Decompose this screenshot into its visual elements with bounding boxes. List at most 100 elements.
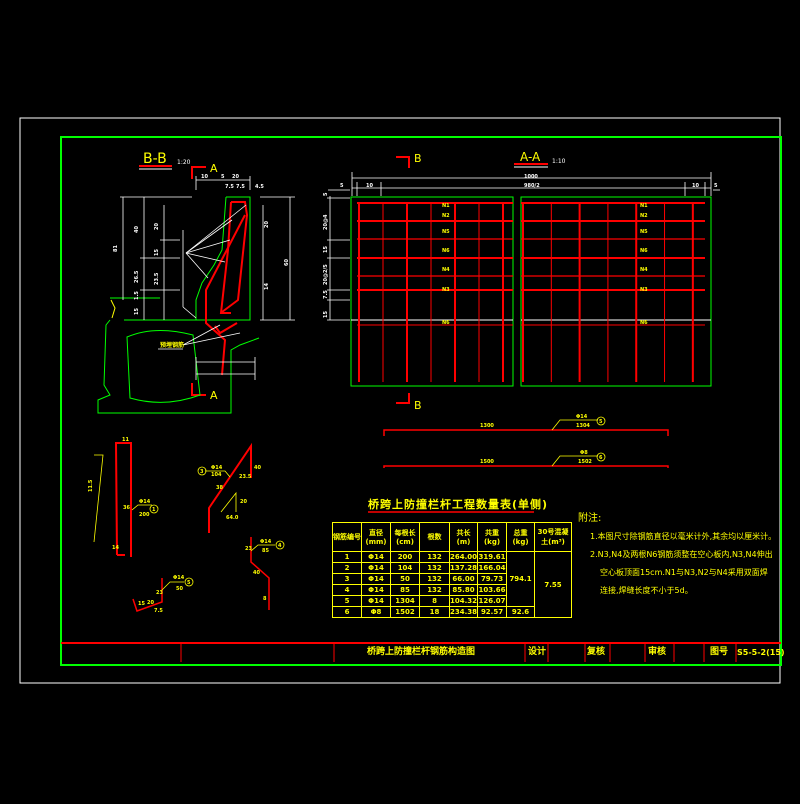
- dim-aa-left-4: 20@2/5: [323, 264, 329, 285]
- col-header-count: 根数: [419, 522, 450, 552]
- cut-mark-b-top: B: [414, 152, 422, 165]
- bar-detail-n1-spec: Φ14: [139, 499, 151, 505]
- bar-line-n6-spec: Φ8: [580, 450, 588, 456]
- dim-aa-top-4: 980/2: [524, 183, 540, 189]
- cell: Φ8: [361, 606, 391, 618]
- bar-label: N2: [640, 213, 648, 219]
- rebar-n2: [221, 201, 249, 313]
- bar-lines: 5 6 Φ14 1304 Φ8 1502 1300 1500: [383, 414, 669, 468]
- design-label: 设计: [528, 647, 547, 657]
- bar-label: N3: [640, 287, 648, 293]
- bar-label: N5: [442, 229, 450, 235]
- table-header-row: 钢筋编号 直径(mm) 每根长(cm) 根数 共长(m) 共重(kg) 总重(k…: [332, 522, 573, 552]
- bar-detail-n1-length: 200: [139, 512, 150, 518]
- dim-aa-top-5: 10: [692, 183, 699, 189]
- note-item: 2.N3,N4及两根N6钢筋须整在空心板内,N3,N4伸出: [590, 550, 773, 559]
- cell: 85.80: [448, 584, 479, 596]
- bar-label: N6: [640, 320, 648, 326]
- cell: 85: [390, 584, 420, 596]
- col-header-unit-length: 每根长(cm): [390, 522, 420, 552]
- notes-heading: 附注:: [578, 513, 602, 524]
- section-aa-scale: 1:10: [552, 158, 566, 165]
- rebar-n3: [205, 214, 246, 376]
- bar-detail-n4-spec: Φ14: [260, 539, 272, 545]
- col-header-diameter: 直径(mm): [361, 522, 391, 552]
- bar-detail-n1-dim-1: 11: [122, 437, 129, 443]
- hollow-core: [126, 329, 201, 403]
- cell: Φ14: [361, 573, 391, 585]
- dim-bb-left-6: 23.5: [154, 272, 160, 285]
- cell: Φ14: [361, 562, 391, 574]
- cell: 1304: [390, 595, 420, 607]
- section-bb-title: B-B: [143, 151, 167, 167]
- rebar-line-n6: [383, 465, 669, 468]
- review-label: 复核: [587, 647, 606, 657]
- section-aa-title: A-A: [520, 150, 541, 164]
- bar-detail-n5-dim-3: 20: [147, 600, 154, 606]
- bar-detail-n1-dim-4: 14: [112, 545, 119, 551]
- bar-label: N6: [640, 248, 648, 254]
- bar-line-n6-id: 6: [599, 455, 603, 461]
- cut-mark-b-bottom: B: [414, 399, 422, 412]
- dim-bb-left-4: 15: [154, 249, 160, 256]
- dim-aa-top-2: 5: [340, 183, 344, 189]
- dim-bb-top-6: 4.5: [255, 184, 264, 190]
- dim-bb-left-5: 26.5: [134, 270, 140, 283]
- cell: 132: [419, 573, 450, 585]
- bar-detail-n5-id: 5: [187, 580, 191, 586]
- bar-detail-n4-length: 85: [262, 548, 269, 554]
- cell: 104: [390, 562, 420, 574]
- bar-detail-n1-dim-2: 11.5: [88, 479, 94, 492]
- note-item: 连接,焊缝长度不小于5d。: [600, 586, 693, 595]
- bar-detail-n1-id: 1: [152, 507, 156, 513]
- cell: 2: [332, 562, 362, 574]
- bar-detail-n1-dim-3: 36: [123, 505, 130, 511]
- rebar-detail-n1: [114, 442, 132, 557]
- table-row: 6 Φ8 1502 18 234.38 92.57 92.6: [332, 606, 572, 618]
- dim-bb-top-3: 20: [232, 174, 239, 180]
- cell: 66.00: [448, 573, 479, 585]
- dim-bb-top-5: 7.5: [236, 184, 245, 190]
- col-header-concrete: 30号混凝土(m³): [534, 522, 573, 552]
- bar-details: 1 Φ14 200 11 11.5 36 14 3 Φ14 104 40 38 …: [88, 437, 285, 614]
- section-aa: A-A 1:10 B B 10: [323, 150, 720, 412]
- approve-label: 审核: [648, 647, 667, 657]
- cell: 50: [390, 573, 420, 585]
- note-item: 空心板顶面15cm.N1与N3,N2与N4采用双面焊: [600, 568, 768, 577]
- bar-line-n5-id: 5: [599, 419, 603, 425]
- cell: 132: [419, 584, 450, 596]
- bar-detail-n3-dim-3: 20: [240, 499, 247, 505]
- bar-detail-n5-dim-1: 23: [156, 590, 163, 596]
- bar-line-n6-length: 1502: [578, 459, 592, 465]
- bar-line-n5-length: 1304: [576, 423, 590, 429]
- cell: 132: [419, 562, 450, 574]
- section-bb-scale: 1:20: [177, 159, 191, 166]
- dim-bb-left-8: 15: [134, 308, 140, 315]
- bar-label: N6: [442, 320, 450, 326]
- cut-mark-a-top: A: [210, 162, 218, 175]
- cell: 319.61: [477, 551, 508, 563]
- bar-detail-n4-dim-2: 40: [253, 570, 260, 576]
- cell-concrete: 7.55: [534, 551, 573, 618]
- rebar-n4: [214, 322, 238, 335]
- title-block: 桥跨上防撞栏杆钢筋构造图 设计 复核 审核 图号 S5-5-2(15): [62, 643, 785, 662]
- cell: Φ14: [361, 551, 391, 563]
- bar-label: N1: [442, 203, 450, 209]
- cell: 264.00: [448, 551, 479, 563]
- bar-label: N3: [442, 287, 450, 293]
- bar-detail-n5-dim-2: 15: [138, 601, 145, 607]
- drawing-number: S5-5-2(15): [737, 648, 785, 657]
- bar-label: N1: [640, 203, 648, 209]
- bar-detail-n3-id: 3: [200, 469, 204, 475]
- bar-detail-n3-dim-1: 40: [254, 465, 261, 471]
- dim-aa-top-6: 5: [714, 183, 718, 189]
- dim-bb-left-1: 81: [113, 245, 119, 252]
- dim-aa-left-5: 7.5: [323, 290, 329, 299]
- note-item: 1.本图尺寸除钢筋直径以毫米计外,其余均以厘米计。: [590, 532, 777, 541]
- bar-detail-n3-dim-2: 38: [216, 485, 223, 491]
- bar-detail-n4-id: 4: [278, 543, 282, 549]
- bar-label: N2: [442, 213, 450, 219]
- cell: Φ14: [361, 584, 391, 596]
